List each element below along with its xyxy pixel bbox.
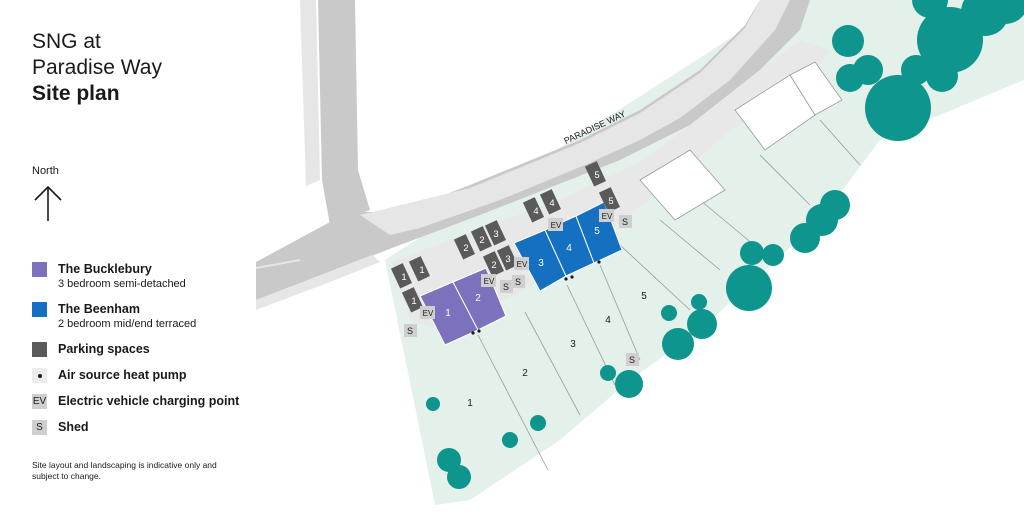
shed-label: S bbox=[503, 282, 509, 292]
green-space bbox=[385, 0, 1024, 505]
shed-label: S bbox=[407, 326, 413, 336]
road bbox=[318, 0, 370, 225]
north-arrow-icon bbox=[34, 185, 62, 221]
parking-number: 1 bbox=[411, 296, 416, 307]
legend-subtitle: 3 bedroom semi-detached bbox=[58, 278, 186, 290]
parking-number: 3 bbox=[505, 254, 510, 265]
pavement-left bbox=[256, 255, 380, 310]
house-number: 4 bbox=[566, 243, 572, 254]
title-line-2: Paradise Way bbox=[32, 56, 162, 79]
ev-label: EV bbox=[517, 260, 528, 269]
parking-swatch bbox=[32, 342, 47, 357]
legend-subtitle: 2 bedroom mid/end terraced bbox=[58, 318, 197, 330]
trees bbox=[426, 0, 1024, 489]
plot-number: 2 bbox=[522, 368, 528, 379]
legend-title: Shed bbox=[58, 420, 89, 434]
plot-number: 4 bbox=[605, 315, 611, 326]
house-number: 5 bbox=[594, 226, 600, 237]
other-houses bbox=[639, 61, 843, 221]
plot-boundaries bbox=[477, 119, 861, 471]
ev-label: EV bbox=[602, 212, 613, 221]
house-number: 2 bbox=[475, 293, 481, 304]
parking-number: 1 bbox=[401, 272, 406, 283]
side-path bbox=[300, 0, 320, 186]
parking-number: 5 bbox=[594, 170, 599, 181]
ev-label: EV bbox=[423, 309, 434, 318]
shed-label: S bbox=[629, 355, 635, 365]
ev-icon: EV bbox=[32, 394, 47, 409]
bucklebury-swatch bbox=[32, 262, 47, 277]
site-plan-map: 1 2 3 4 5 1 1 1 2 2 3 2 3 4 4 5 5 bbox=[256, 0, 1024, 505]
ev-points bbox=[420, 209, 614, 319]
beenham-swatch bbox=[32, 302, 47, 317]
bucklebury-houses bbox=[419, 267, 507, 346]
parking-number: 5 bbox=[608, 196, 613, 207]
house-number: 1 bbox=[445, 308, 451, 319]
title-line-1: SNG at bbox=[32, 30, 101, 53]
heat-pump-icon bbox=[32, 368, 47, 383]
legend-title: The Bucklebury bbox=[58, 262, 152, 276]
parking-number: 4 bbox=[533, 206, 538, 217]
page-title: SNG at Paradise Way Site plan bbox=[32, 29, 162, 107]
pavement bbox=[360, 0, 790, 235]
parking-number: 3 bbox=[493, 229, 498, 240]
ev-label: EV bbox=[484, 277, 495, 286]
legend-title: The Beenham bbox=[58, 302, 140, 316]
disclaimer-note: Site layout and landscaping is indicativ… bbox=[32, 460, 217, 481]
legend-title: Parking spaces bbox=[58, 342, 150, 356]
heat-pumps bbox=[471, 260, 601, 335]
plot-number: 1 bbox=[467, 398, 473, 409]
parking-number: 4 bbox=[549, 198, 554, 209]
ev-label: EV bbox=[551, 221, 562, 230]
plot-number: 3 bbox=[570, 339, 576, 350]
shed-icon: S bbox=[32, 420, 47, 435]
sheds bbox=[404, 215, 639, 366]
house-number: 3 bbox=[538, 258, 544, 269]
parking-number: 2 bbox=[491, 260, 496, 271]
title-line-3: Site plan bbox=[32, 82, 120, 105]
parking-spaces bbox=[390, 161, 620, 313]
legend-panel: SNG at Paradise Way Site plan North The … bbox=[0, 0, 256, 512]
shed-label: S bbox=[515, 277, 521, 287]
parking-number: 1 bbox=[419, 265, 424, 276]
legend-title: Electric vehicle charging point bbox=[58, 394, 240, 408]
plot-number: 5 bbox=[641, 291, 647, 302]
legend-title: Air source heat pump bbox=[58, 368, 187, 382]
north-label: North bbox=[32, 165, 59, 177]
parking-number: 2 bbox=[463, 243, 468, 254]
parking-number: 2 bbox=[479, 235, 484, 246]
shed-label: S bbox=[622, 217, 628, 227]
